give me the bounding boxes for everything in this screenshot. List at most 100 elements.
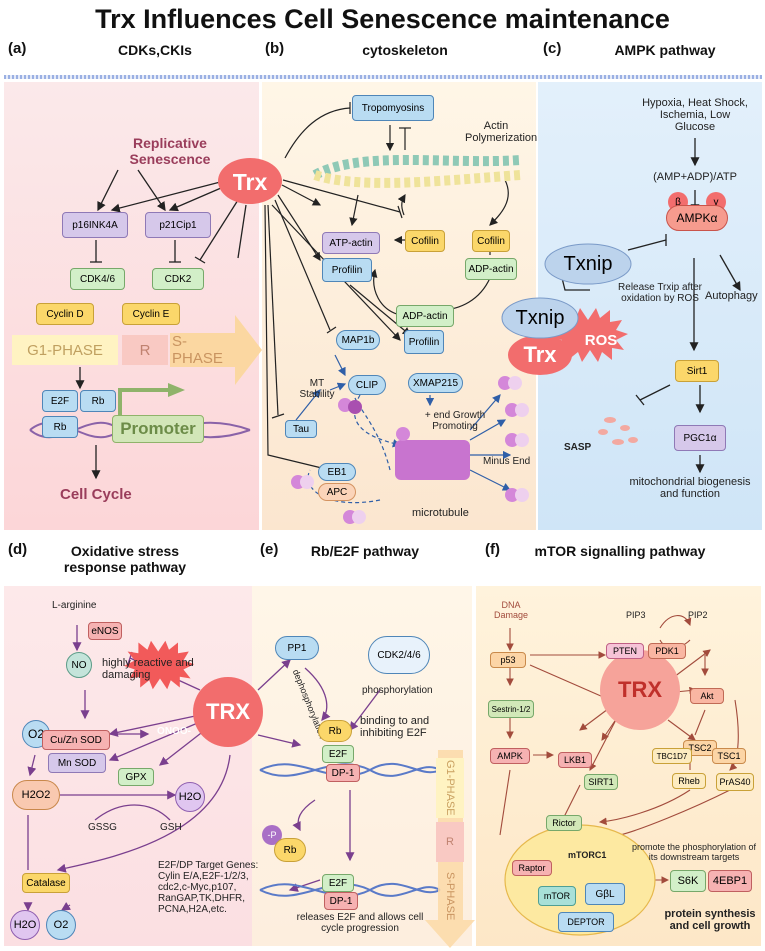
gsh-label: GSH [160, 822, 182, 833]
promoter-box: Promoter [112, 415, 204, 443]
p53-box: p53 [490, 652, 526, 668]
map1b-box: MAP1b [336, 330, 380, 350]
dp1-box-e: DP-1 [326, 764, 360, 782]
xmap215-box: XMAP215 [408, 373, 463, 393]
mn-sod-box: Mn SOD [48, 753, 106, 773]
divider [4, 75, 762, 79]
txnip-node-1: Txnip [563, 252, 613, 275]
adp-actin-box-1: ADP-actin [465, 258, 517, 280]
panel-c-background [538, 82, 762, 530]
o2-node-b: O2 [46, 910, 76, 940]
tsc1-box: TSC1 [712, 748, 746, 764]
pip2-label: PIP2 [688, 610, 708, 620]
profilin-box-1: Profilin [322, 258, 372, 282]
releases-label: releases E2F and allows cell cycle progr… [296, 912, 424, 934]
rb-node-e: Rb [318, 720, 352, 742]
cdk2-box: CDK2 [152, 268, 204, 290]
cyclin-e-box: Cyclin E [122, 303, 180, 325]
tbc1d7-box: TBC1D7 [652, 748, 692, 764]
gpx-box: GPX [118, 768, 154, 786]
dna-damage-label: DNA Damage [494, 600, 529, 620]
pdk1-box: PDK1 [648, 643, 686, 659]
page-title: Trx Influences Cell Senescence maintenan… [95, 4, 670, 34]
cyclin-d-box: Cyclin D [36, 303, 94, 325]
tropomyosins-box: Tropomyosins [352, 95, 434, 121]
ampk-alpha-node: AMPKα [666, 205, 728, 231]
mtorc1-label: mTORC1 [568, 850, 607, 860]
panel-f-title: mTOR signalling pathway [534, 543, 706, 559]
s6k-box: S6K [670, 870, 706, 892]
phosphate-node: -P [262, 825, 282, 845]
promote-label: promote the phosphorylation of its downs… [631, 842, 757, 862]
replicative-senescence-label: Replicative Senescence [129, 135, 211, 167]
cdk46-box: CDK4/6 [70, 268, 125, 290]
reactive-label: highly reactive and damaging [102, 657, 194, 681]
panel-f-letter: (f) [485, 541, 500, 558]
binding-label: binding to and inhibiting E2F [360, 715, 430, 739]
e2f-box-e2: E2F [322, 874, 354, 892]
h2o-node: H2O [175, 782, 205, 812]
dp1-box-e2: DP-1 [324, 892, 358, 910]
s-phase-e: S-PHASE [444, 871, 456, 921]
raptor-box: Raptor [512, 860, 552, 876]
cofilin-box-1: Cofilin [405, 230, 445, 252]
clip-box: CLIP [348, 375, 386, 395]
atp-actin-box: ATP-actin [322, 232, 380, 254]
l-arginine-label: L-arginine [52, 600, 97, 611]
actin-polymerization-label: Actin Polymerization [465, 120, 538, 144]
rb-node-e2: Rb [274, 838, 306, 862]
trx-a-node: Trx [232, 168, 268, 195]
panel-e-letter: (e) [260, 541, 279, 558]
minus-end-label: Minus End [483, 456, 531, 467]
lkb1-box: LKB1 [558, 752, 592, 768]
4ebp1-box: 4EBP1 [708, 870, 752, 892]
akt-box: Akt [690, 688, 724, 704]
h2o-node-b: H2O [10, 910, 40, 940]
panel-b-letter: (b) [265, 40, 285, 57]
apc-box: APC [318, 483, 356, 501]
rheb-box: Rheb [672, 773, 706, 789]
panel-d-title: Oxidative stress response pathway [63, 543, 187, 575]
mt-stability-label: MT Stability [299, 378, 335, 400]
gbl-box: GβL [585, 883, 625, 905]
panel-a-letter: (a) [8, 40, 27, 57]
microtubule-label: microtubule [412, 507, 469, 519]
release-label: Release Trxip after oxidation by ROS [618, 282, 702, 304]
rb-box-a1: Rb [80, 390, 116, 412]
panel-c-letter: (c) [543, 40, 562, 57]
tau-box: Tau [285, 420, 317, 438]
ampk-box-f: AMPK [490, 748, 530, 764]
ratio-label: (AMP+ADP)/ATP [653, 171, 737, 183]
e2f-box-e: E2F [322, 745, 354, 763]
catalase-box: Catalase [22, 873, 70, 893]
panel-b-title: cytoskeleton [362, 42, 448, 58]
target-genes-label: E2F/DP Target Genes: Cylin E/A,E2F-1/2/3… [158, 860, 259, 915]
mito-label: mitochondrial biogenesis and function [629, 476, 751, 500]
sirt1-box-f: SIRT1 [584, 774, 618, 790]
pip3-label: PIP3 [626, 610, 646, 620]
adp-actin-box-2: ADP-actin [396, 305, 454, 327]
pras40-box: PrAS40 [716, 773, 754, 791]
p16-box: p16INK4A [62, 212, 128, 238]
r-phase-a: R [122, 335, 168, 365]
onoo-label: ONOO- [157, 725, 191, 737]
cuzn-sod-box: Cu/Zn SOD [42, 730, 110, 750]
ros-label: ROS [584, 331, 618, 349]
pten-box: PTEN [606, 643, 644, 659]
profilin-box-2: Profilin [404, 330, 444, 354]
g1-phase-e: G1-PHASE [436, 758, 464, 818]
s-phase-a: S-PHASE [172, 333, 223, 367]
eb1-box: EB1 [318, 463, 356, 481]
mtor-box: mTOR [538, 886, 576, 906]
sirt1-box: Sirt1 [675, 360, 719, 382]
pgc1a-box: PGC1α [674, 425, 726, 451]
gssg-label: GSSG [88, 822, 117, 833]
deptor-box: DEPTOR [558, 912, 614, 932]
r-phase-e: R [436, 822, 464, 862]
e2f-box-a: E2F [42, 390, 78, 412]
sasp-label: SASP [564, 442, 592, 453]
enos-box: eNOS [88, 622, 122, 640]
rictor-box: Rictor [546, 815, 582, 831]
end-growth-label: + end Growth Promoting [424, 410, 486, 432]
